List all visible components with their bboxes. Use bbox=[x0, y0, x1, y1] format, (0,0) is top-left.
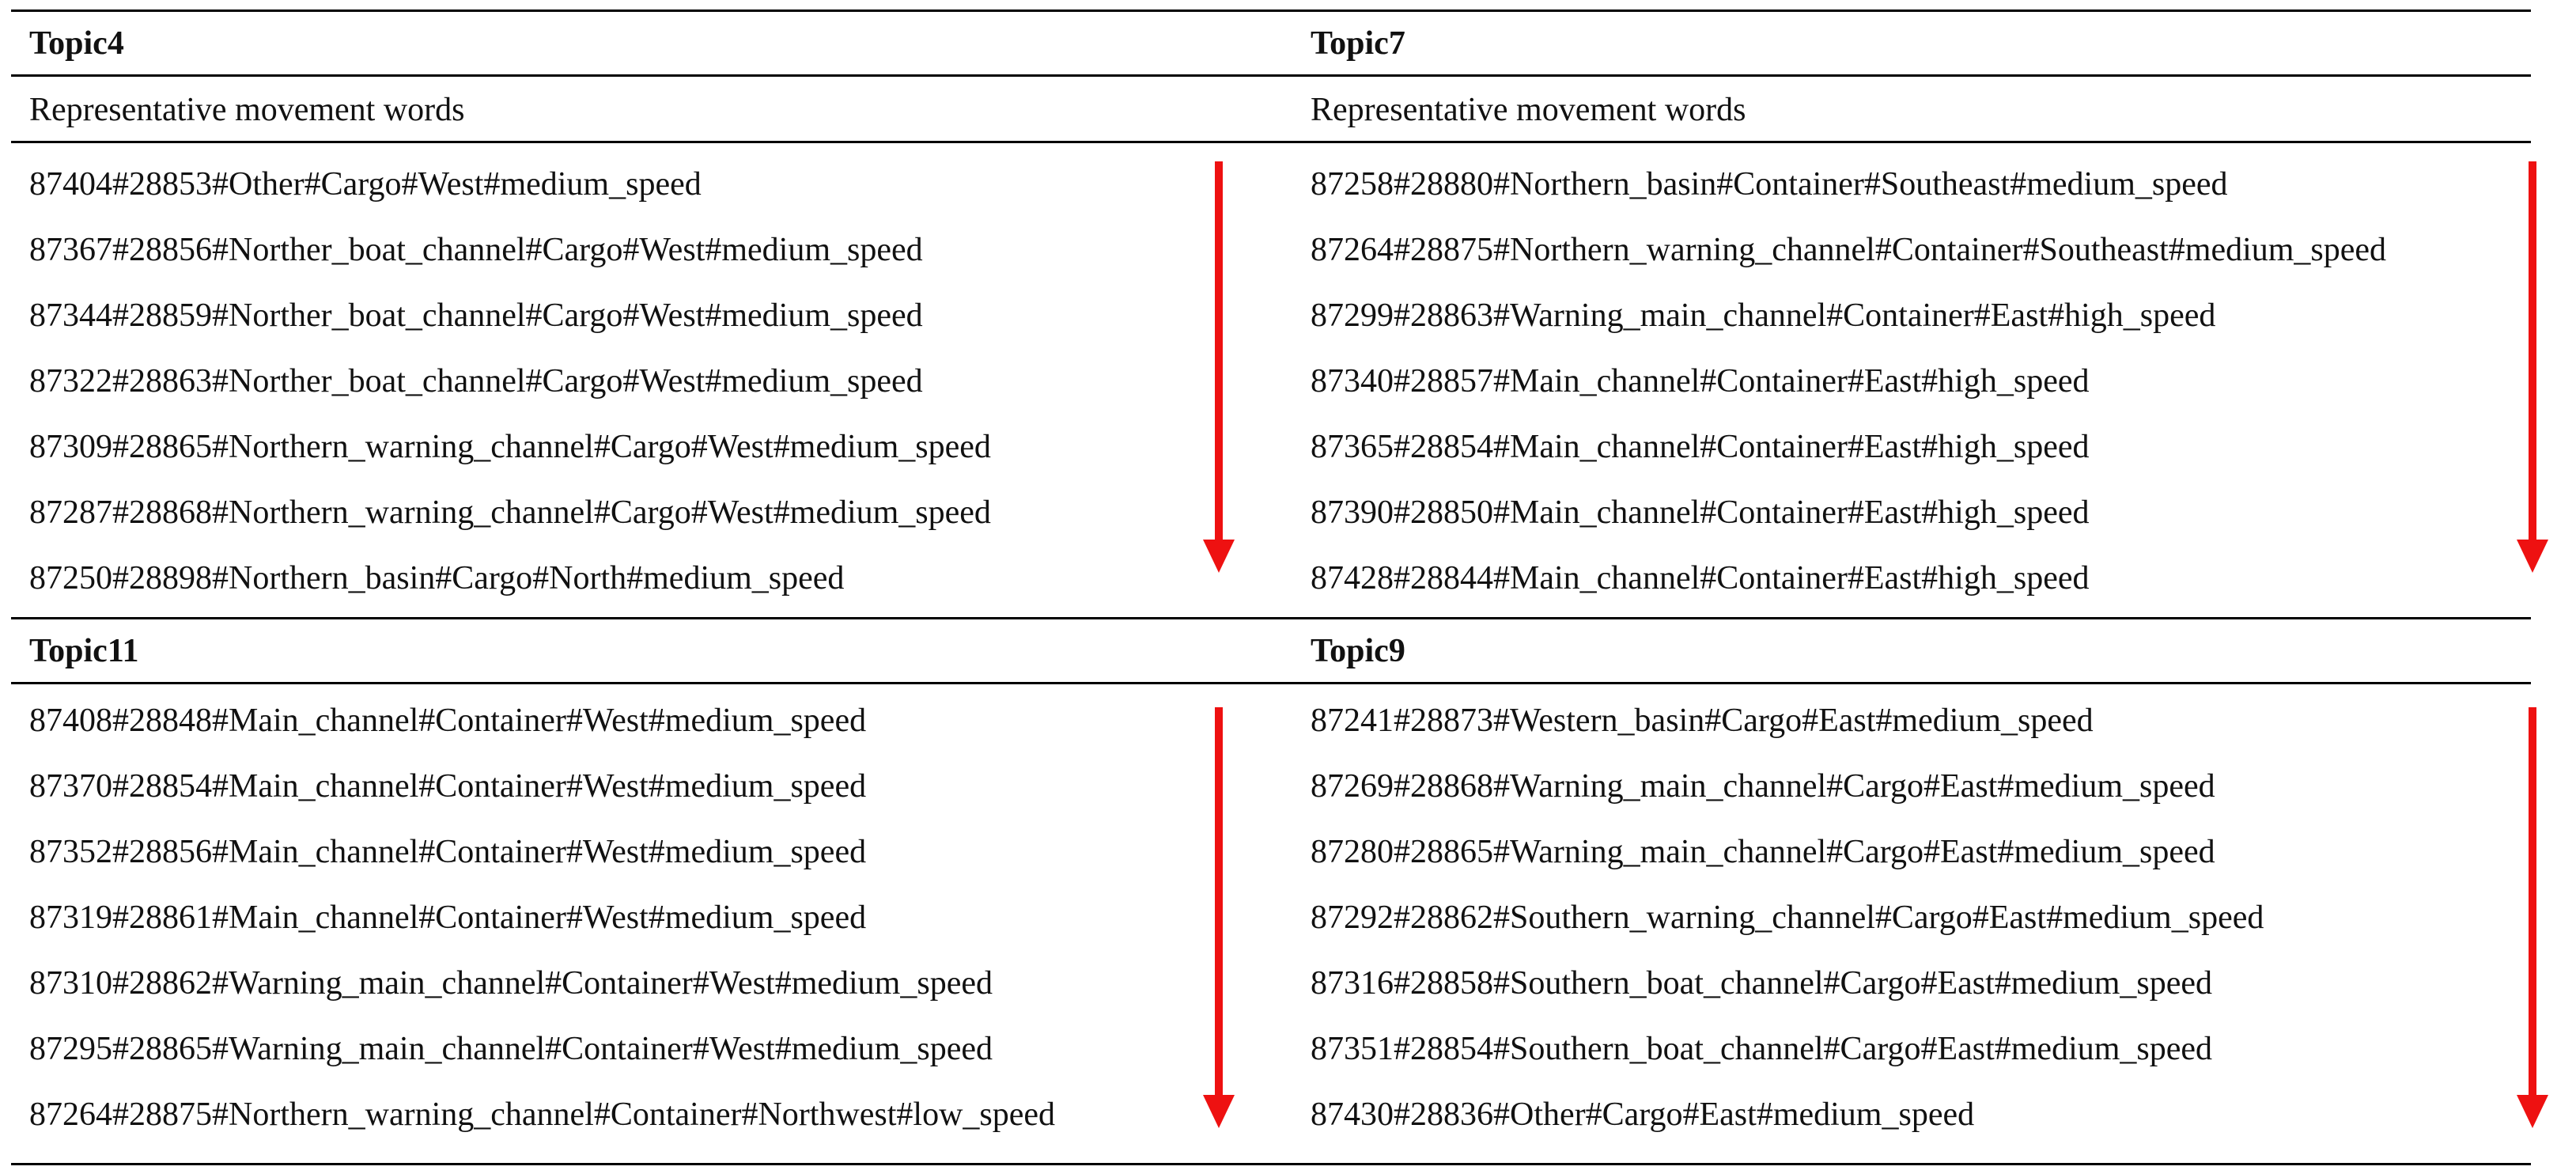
down-arrow-icon bbox=[1203, 161, 1235, 573]
list-item: 87319#28861#Main_channel#Container#West#… bbox=[29, 899, 867, 936]
list-item: 87292#28862#Southern_warning_channel#Car… bbox=[1311, 899, 2264, 936]
list-item: 87428#28844#Main_channel#Container#East#… bbox=[1311, 560, 2090, 596]
down-arrow-icon bbox=[1203, 707, 1235, 1128]
list-item: 87430#28836#Other#Cargo#East#medium_spee… bbox=[1311, 1096, 1975, 1133]
bottom-rule bbox=[11, 1163, 2531, 1165]
list-item: 87408#28848#Main_channel#Container#West#… bbox=[29, 703, 867, 739]
list-item: 87340#28857#Main_channel#Container#East#… bbox=[1311, 363, 2090, 400]
list-item: 87264#28875#Northern_warning_channel#Con… bbox=[1311, 232, 2387, 268]
list-item: 87280#28865#Warning_main_channel#Cargo#E… bbox=[1311, 834, 2215, 870]
subheader-rule bbox=[11, 141, 2531, 143]
list-item: 87322#28863#Norther_boat_channel#Cargo#W… bbox=[29, 363, 923, 400]
list-item: 87287#28868#Northern_warning_channel#Car… bbox=[29, 494, 991, 531]
top-rule bbox=[11, 9, 2531, 12]
list-item: 87269#28868#Warning_main_channel#Cargo#E… bbox=[1311, 768, 2215, 805]
header-rule bbox=[11, 682, 2531, 684]
list-item: 87404#28853#Other#Cargo#West#medium_spee… bbox=[29, 166, 702, 203]
list-item: 87258#28880#Northern_basin#Container#Sou… bbox=[1311, 166, 2228, 203]
list-item: 87299#28863#Warning_main_channel#Contain… bbox=[1311, 297, 2216, 334]
down-arrow-icon bbox=[2517, 161, 2548, 573]
list-item: 87390#28850#Main_channel#Container#East#… bbox=[1311, 494, 2090, 531]
list-item: 87370#28854#Main_channel#Container#West#… bbox=[29, 768, 867, 805]
movement-word-list: 87258#28880#Northern_basin#Container#Sou… bbox=[1311, 165, 2386, 624]
column-header: Representative movement words bbox=[1311, 92, 1746, 128]
topic-title: Topic4 bbox=[29, 25, 124, 62]
list-item: 87295#28865#Warning_main_channel#Contain… bbox=[29, 1031, 993, 1067]
movement-word-list: 87408#28848#Main_channel#Container#West#… bbox=[29, 701, 1055, 1161]
topic-title: Topic9 bbox=[1311, 633, 1405, 669]
list-item: 87241#28873#Western_basin#Cargo#East#med… bbox=[1311, 703, 2094, 739]
list-item: 87344#28859#Norther_boat_channel#Cargo#W… bbox=[29, 297, 923, 334]
list-item: 87367#28856#Norther_boat_channel#Cargo#W… bbox=[29, 232, 923, 268]
list-item: 87351#28854#Southern_boat_channel#Cargo#… bbox=[1311, 1031, 2213, 1067]
section-rule bbox=[11, 617, 2531, 619]
list-item: 87309#28865#Northern_warning_channel#Car… bbox=[29, 429, 991, 465]
list-item: 87365#28854#Main_channel#Container#East#… bbox=[1311, 429, 2090, 465]
list-item: 87352#28856#Main_channel#Container#West#… bbox=[29, 834, 867, 870]
topic-title: Topic11 bbox=[29, 633, 139, 669]
column-header: Representative movement words bbox=[29, 92, 465, 128]
movement-word-list: 87404#28853#Other#Cargo#West#medium_spee… bbox=[29, 165, 991, 624]
header-rule bbox=[11, 74, 2531, 77]
list-item: 87264#28875#Northern_warning_channel#Con… bbox=[29, 1096, 1056, 1133]
list-item: 87316#28858#Southern_boat_channel#Cargo#… bbox=[1311, 965, 2213, 1002]
movement-word-list: 87241#28873#Western_basin#Cargo#East#med… bbox=[1311, 701, 2264, 1161]
list-item: 87310#28862#Warning_main_channel#Contain… bbox=[29, 965, 993, 1002]
topic-title: Topic7 bbox=[1311, 25, 1405, 62]
list-item: 87250#28898#Northern_basin#Cargo#North#m… bbox=[29, 560, 845, 596]
down-arrow-icon bbox=[2517, 707, 2548, 1128]
